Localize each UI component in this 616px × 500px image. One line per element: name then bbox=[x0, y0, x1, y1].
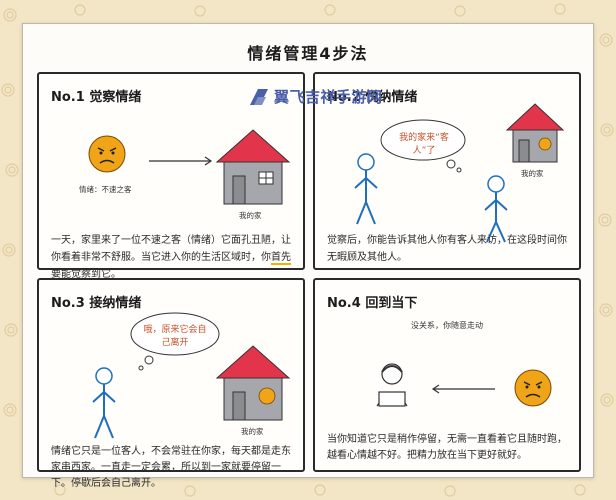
bubble-text-2: 我的家来“客人”了 bbox=[399, 133, 449, 156]
speech-text: 没关系，你随意走动 bbox=[411, 321, 483, 330]
panel-2-text: 觉察后，你能告诉其他人你有客人来访，在这段时间你无暇顾及其他人。 bbox=[327, 235, 567, 263]
house-label-3: 我的家 bbox=[241, 427, 264, 436]
person-icon bbox=[92, 367, 116, 439]
house-label-2: 我的家 bbox=[521, 169, 544, 178]
person-with-laptop-icon bbox=[376, 363, 408, 407]
panel-4-text: 当你知道它只是稍作停留，无需一直看着它且随时跑，越看心情越不好。把精力放在当下更… bbox=[327, 434, 567, 461]
arrow-right-icon bbox=[149, 156, 213, 166]
thought-bubble-icon bbox=[380, 119, 466, 173]
highlighted-text: 首先要能觉察到它。 bbox=[51, 252, 291, 282]
page-title: 情绪管理4步法 bbox=[247, 44, 369, 63]
watermark: 翼飞吉祥手游网 bbox=[248, 86, 383, 107]
panel-3-title: No.3 接纳情绪 bbox=[51, 296, 142, 311]
arrow-left-icon bbox=[431, 384, 495, 394]
house-label-1: 我的家 bbox=[239, 211, 262, 220]
house-icon bbox=[505, 103, 565, 163]
emotion-label: 情绪：不速之客 bbox=[79, 185, 132, 194]
angry-face-icon bbox=[514, 369, 552, 407]
angry-face-icon bbox=[88, 135, 126, 173]
panel-1-text: 一天，家里来了一位不速之客（情绪）它面孔丑陋，让你看着非常不舒服。当它进入你的生… bbox=[51, 235, 291, 282]
thought-bubble-icon bbox=[130, 312, 220, 371]
content-sheet: 情绪管理4步法 No.1 觉察情绪 情绪：不速之客 我的家 一天，家里来了一位不… bbox=[22, 23, 594, 489]
panel-2-title: No.2 悦纳情绪 bbox=[327, 90, 418, 105]
watermark-text: 翼飞吉祥手游网 bbox=[274, 88, 383, 106]
house-icon bbox=[215, 129, 291, 205]
bubble-text-3: 哦，原来它会自己离开 bbox=[143, 325, 207, 348]
panel-step-1: No.1 觉察情绪 情绪：不速之客 我的家 一天，家里来了一位不速之客（情绪）它… bbox=[37, 72, 305, 282]
panel-1-title: No.1 觉察情绪 bbox=[51, 90, 142, 105]
watermark-logo-icon bbox=[250, 88, 268, 105]
panel-3-text: 情绪它只是一位客人，不会常驻在你家，每天都是走东家串西家。一直走一定会累，所以到… bbox=[51, 446, 291, 489]
house-icon bbox=[215, 345, 291, 421]
person-right-icon bbox=[484, 175, 508, 243]
panel-step-2: No.2 悦纳情绪 我的家来“客人”了 我的家 觉察后，你能告诉其他人你有客人来… bbox=[313, 72, 581, 270]
panel-step-3: No.3 接纳情绪 哦，原来它会自己离开 我的家 情绪它只是一位客人，不会常驻在… bbox=[37, 278, 305, 489]
panel-4-title: No.4 回到当下 bbox=[327, 296, 418, 311]
panel-step-4: No.4 回到当下 没关系，你随意走动 当你知道它只是稍作停留，无需一直看着它且… bbox=[313, 278, 581, 472]
person-left-icon bbox=[354, 153, 378, 225]
